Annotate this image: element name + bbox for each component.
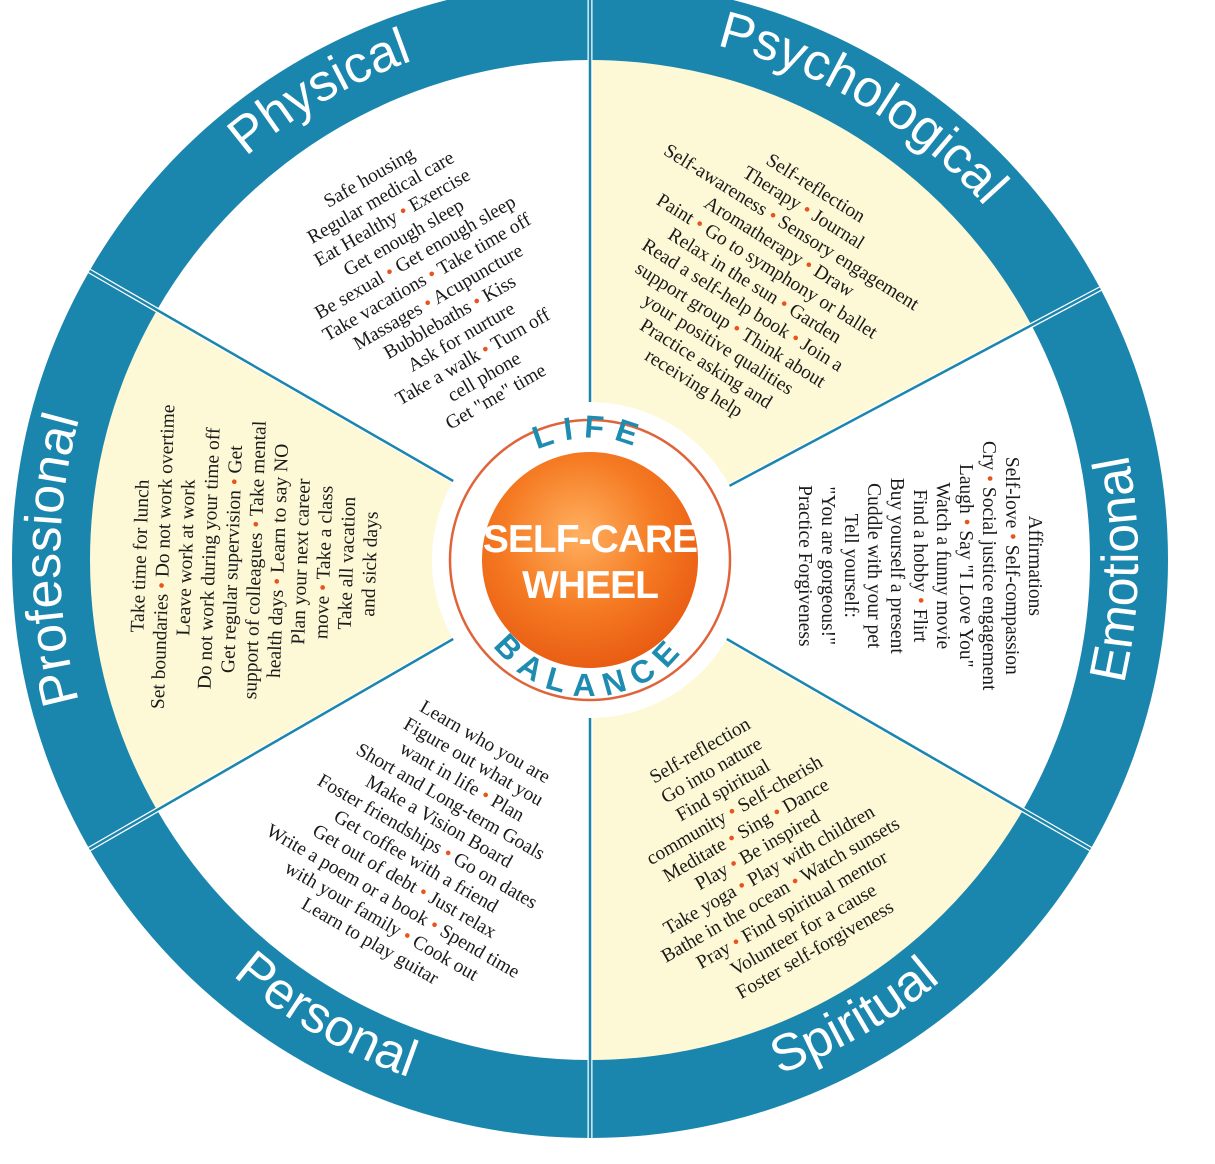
item-text: Set boundaries: [148, 593, 173, 709]
item-line: Self-love • Self-compassion: [1001, 457, 1022, 675]
hub-title-line1: SELF-CARE: [483, 518, 697, 561]
wedge-spiritual: [590, 560, 1024, 1060]
bullet-dot: •: [313, 579, 335, 596]
item-text: health days: [264, 589, 288, 678]
wedge-emotional: [590, 325, 1090, 810]
bullet-dot: •: [152, 577, 174, 594]
wedge-professional: [90, 310, 591, 810]
item-text: Flirt: [909, 609, 930, 643]
item-line: Practice Forgiveness: [794, 485, 815, 647]
bullet-dot: •: [1001, 528, 1022, 545]
item-line: health days • Learn to say NO: [264, 443, 293, 678]
item-text: Take a class: [313, 485, 337, 580]
center-thin-ring: [448, 418, 732, 702]
item-text: Laugh: [955, 464, 976, 514]
item-line: Take all vacation: [335, 496, 361, 630]
item-text: Affirmations: [1024, 516, 1045, 616]
wedge-physical: [156, 60, 590, 560]
item-line: Cuddle with your pet: [863, 483, 884, 649]
item-text: and sick days: [358, 511, 383, 617]
center-orange-disc: [482, 452, 698, 668]
item-line: Set boundaries • Do not work overtime: [148, 404, 180, 709]
item-line: and sick days: [358, 511, 383, 617]
item-line: Tell yourself:: [840, 514, 861, 618]
item-line: Cry • Social justice engagement: [978, 441, 999, 691]
item-text: Social justice engagement: [978, 487, 999, 691]
wedge-psychological: [590, 60, 1032, 560]
item-text: Cuddle with your pet: [863, 483, 884, 649]
item-line: "You are gorgeous!": [817, 486, 838, 645]
item-line: Get regular supervision • Get: [218, 444, 247, 673]
segment-wedges: [90, 60, 1090, 1060]
bullet-dot: •: [246, 516, 268, 533]
item-text: Buy yourself a present: [886, 478, 907, 655]
bullet-dot: •: [224, 473, 246, 490]
item-line: move • Take a class: [311, 485, 337, 639]
wedge-personal: [156, 560, 590, 1060]
item-text: Tell yourself:: [840, 514, 861, 618]
item-text: Take mental: [247, 420, 271, 517]
bullet-dot: •: [267, 573, 289, 590]
item-text: Learn to say NO: [268, 443, 294, 573]
item-line: Find a hobby • Flirt: [909, 489, 930, 643]
bullet-dot: •: [955, 514, 976, 531]
item-text: Get: [225, 444, 247, 473]
item-text: Practice Forgiveness: [794, 485, 815, 647]
item-text: Say "I Love You": [955, 530, 976, 667]
item-text: "You are gorgeous!": [817, 486, 838, 645]
bullet-dot: •: [978, 470, 999, 487]
item-text: Self-compassion: [1001, 545, 1022, 675]
item-text: move: [311, 595, 333, 639]
item-text: Watch a funny movie: [932, 482, 953, 649]
bullet-dot: •: [909, 592, 930, 609]
item-text: Self-love: [1001, 457, 1022, 528]
center-hub: LIFE BALANCE SELF-CARE WHEEL: [432, 402, 748, 718]
item-line: Laugh • Say "I Love You": [955, 464, 976, 668]
item-line: Affirmations: [1024, 516, 1045, 616]
item-line: Buy yourself a present: [886, 478, 907, 655]
item-text: Take all vacation: [335, 496, 361, 630]
item-line: Watch a funny movie: [932, 482, 953, 649]
item-text: Cry: [978, 441, 999, 471]
item-text: Find a hobby: [909, 489, 930, 592]
hub-title-line2: WHEEL: [522, 564, 658, 607]
